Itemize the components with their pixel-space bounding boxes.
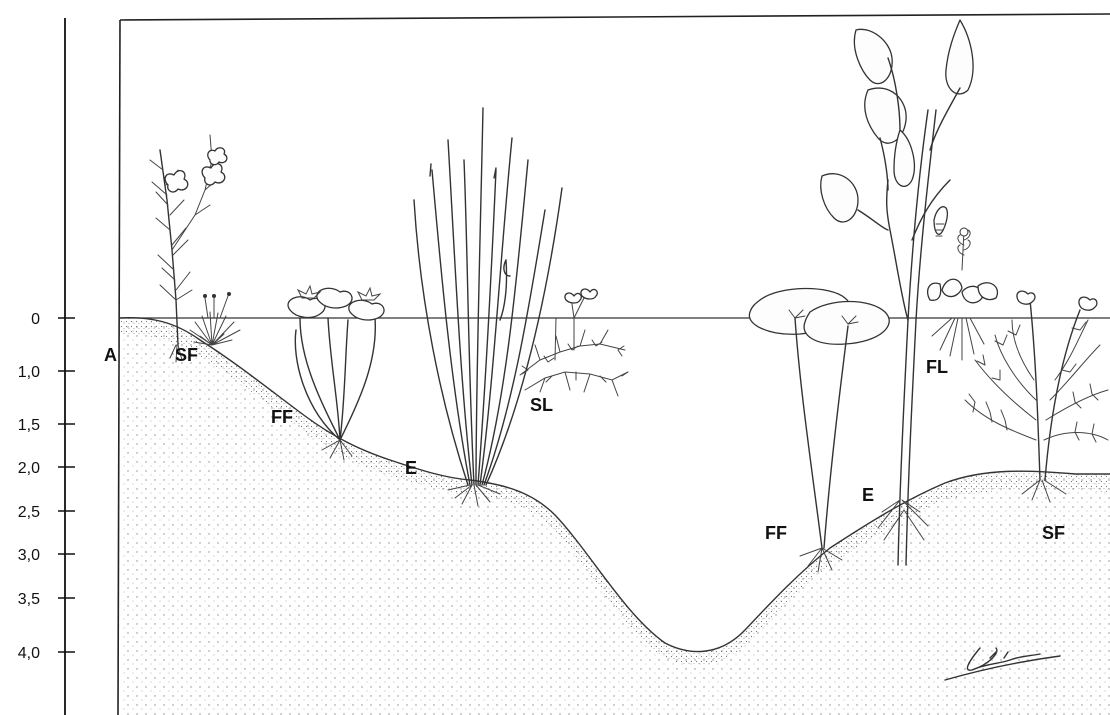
depth-tick-label: 0 bbox=[31, 311, 40, 328]
feathery-submerged-plant bbox=[965, 291, 1108, 502]
depth-ticks bbox=[58, 318, 75, 652]
sediment-fill bbox=[120, 318, 1110, 715]
zone-label-e-right: E bbox=[862, 485, 874, 505]
submerged-plant bbox=[520, 289, 628, 396]
zone-label-sl: SL bbox=[530, 395, 553, 415]
depth-tick-label: 2,0 bbox=[18, 460, 40, 477]
zone-label-e-left: E bbox=[405, 458, 417, 478]
depth-tick-label: 2,5 bbox=[18, 504, 40, 521]
zone-label-sf-left: SF bbox=[175, 345, 198, 365]
zone-label-a: A bbox=[104, 345, 117, 365]
zone-label-ff-left: FF bbox=[271, 407, 293, 427]
zone-label-fl: FL bbox=[926, 357, 948, 377]
frame-left bbox=[118, 20, 120, 715]
depth-tick-label: 1,5 bbox=[18, 417, 40, 434]
frame-top bbox=[120, 14, 1110, 20]
depth-tick-label: 3,5 bbox=[18, 591, 40, 608]
depth-tick-label: 1,0 bbox=[18, 364, 40, 381]
depth-axis: 0 1,0 1,5 2,0 2,5 3,0 3,5 4,0 bbox=[18, 18, 75, 715]
emergent-rush-plant bbox=[414, 108, 562, 506]
zone-label-sf-right: SF bbox=[1042, 523, 1065, 543]
zone-label-ff-right: FF bbox=[765, 523, 787, 543]
free-floating-plant bbox=[928, 228, 998, 360]
lake-bed bbox=[120, 318, 1110, 715]
depth-tick-label: 3,0 bbox=[18, 547, 40, 564]
depth-tick-label: 4,0 bbox=[18, 645, 40, 662]
